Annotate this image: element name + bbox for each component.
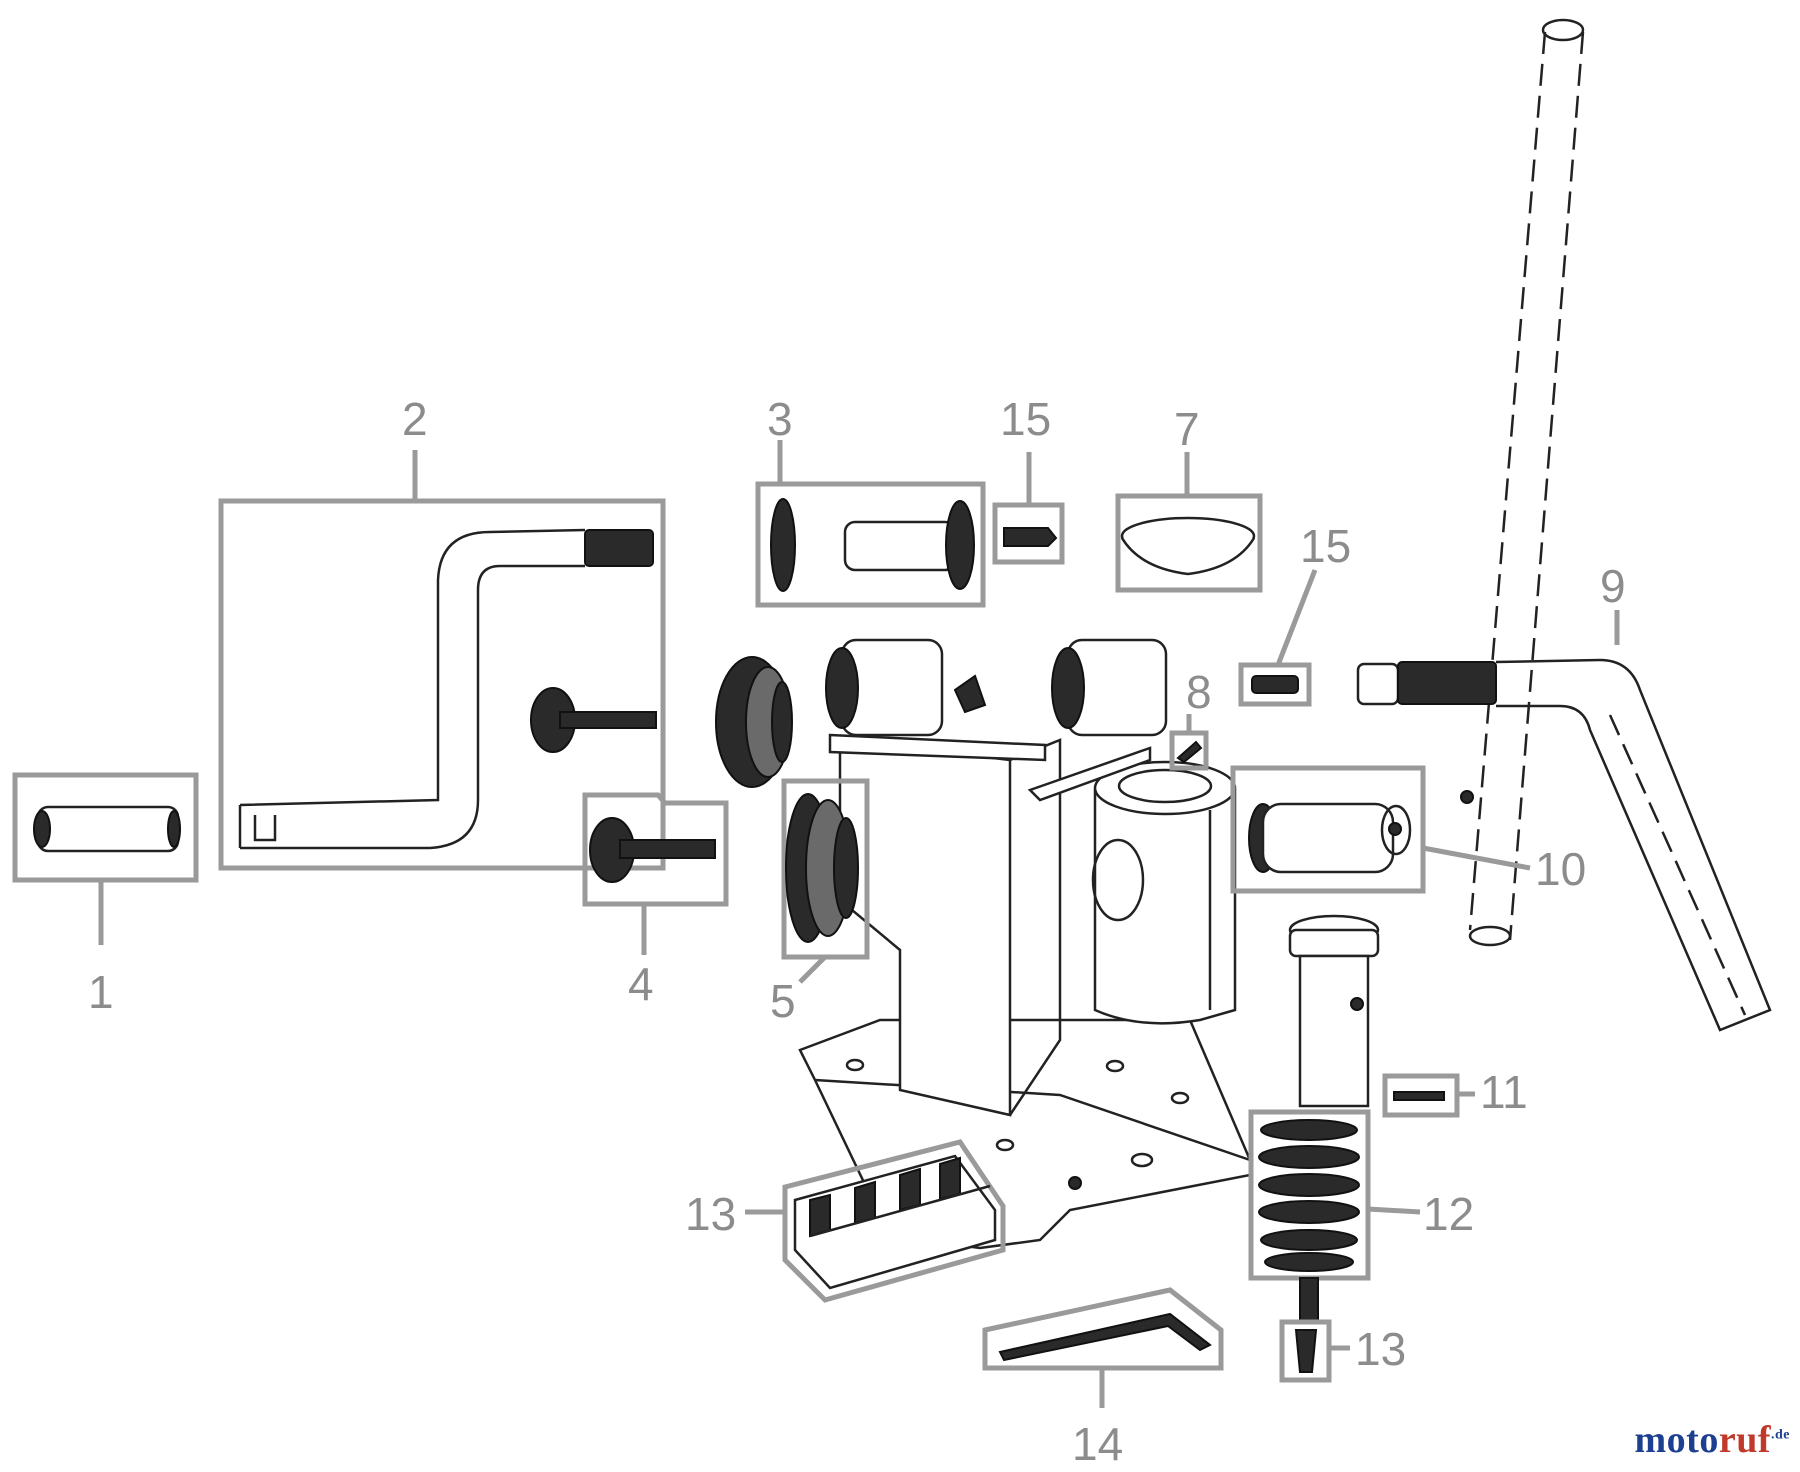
label-7: 7	[1174, 403, 1200, 455]
part-14-box	[982, 1287, 1224, 1371]
leader-15-right	[1275, 569, 1318, 666]
leader-5	[798, 955, 827, 984]
part-15-right-box	[1238, 662, 1312, 707]
label-12: 12	[1423, 1188, 1474, 1240]
label-9: 9	[1600, 560, 1626, 612]
part-15-top-item	[1003, 527, 1058, 547]
part-13-lower-item	[1294, 1329, 1318, 1373]
watermark-part-1: moto	[1634, 1419, 1719, 1461]
part-10-box	[1230, 765, 1426, 894]
part-10-item	[1248, 802, 1412, 874]
label-14: 14	[1072, 1418, 1123, 1470]
roller-right	[1051, 638, 1168, 737]
label-1: 1	[88, 966, 114, 1018]
bolt-loose	[530, 687, 657, 753]
part-3-box	[755, 481, 986, 608]
watermark-part-3: .de	[1771, 1427, 1790, 1443]
part-3-items	[770, 498, 975, 592]
label-11: 11	[1480, 1066, 1528, 1118]
label-13-left: 13	[685, 1188, 736, 1240]
part-2-box	[218, 498, 666, 871]
leader-10	[1422, 845, 1531, 871]
small-hole-marker	[1460, 790, 1474, 804]
part-2-crank	[238, 528, 654, 850]
part-8-item	[1176, 740, 1203, 764]
part-5-box	[781, 778, 870, 960]
part-4-bolt	[589, 817, 716, 883]
motoruf-watermark: motoruf.de	[1635, 1418, 1790, 1462]
watermark-part-2: ruf	[1718, 1419, 1771, 1461]
part-5-pulley	[785, 793, 859, 943]
tall-tube-part	[1468, 18, 1585, 947]
part-13-left-block	[793, 1154, 997, 1290]
part-9-bent-bar	[1356, 658, 1772, 1032]
leader-12	[1367, 1206, 1421, 1215]
label-15-right: 15	[1300, 520, 1351, 572]
roller-left	[825, 638, 987, 737]
label-5: 5	[770, 975, 796, 1027]
part-1-box	[12, 772, 199, 883]
part-1-pin	[33, 805, 181, 853]
label-10: 10	[1535, 843, 1586, 895]
label-4: 4	[628, 958, 654, 1010]
rod-end	[1299, 1277, 1319, 1323]
part-13-lower-box	[1279, 1319, 1332, 1383]
part-14-hex-key	[998, 1312, 1212, 1362]
part-15-right-item	[1251, 675, 1299, 694]
label-15-top: 15	[1000, 393, 1051, 445]
label-13-lower: 13	[1355, 1323, 1406, 1375]
part-7-dish	[1120, 516, 1256, 576]
pulley-disc-loose	[715, 656, 793, 788]
part-12-spring	[1258, 1119, 1360, 1272]
part-4-box	[582, 792, 729, 907]
label-8: 8	[1186, 666, 1212, 718]
label-3: 3	[767, 393, 793, 445]
label-2: 2	[402, 393, 428, 445]
piston-rod	[1288, 914, 1380, 1108]
connecting-bracket	[1027, 746, 1152, 802]
part-13-left-box	[782, 1139, 1006, 1303]
cylinder-housing	[1091, 760, 1237, 1025]
part-11-item	[1393, 1091, 1445, 1101]
